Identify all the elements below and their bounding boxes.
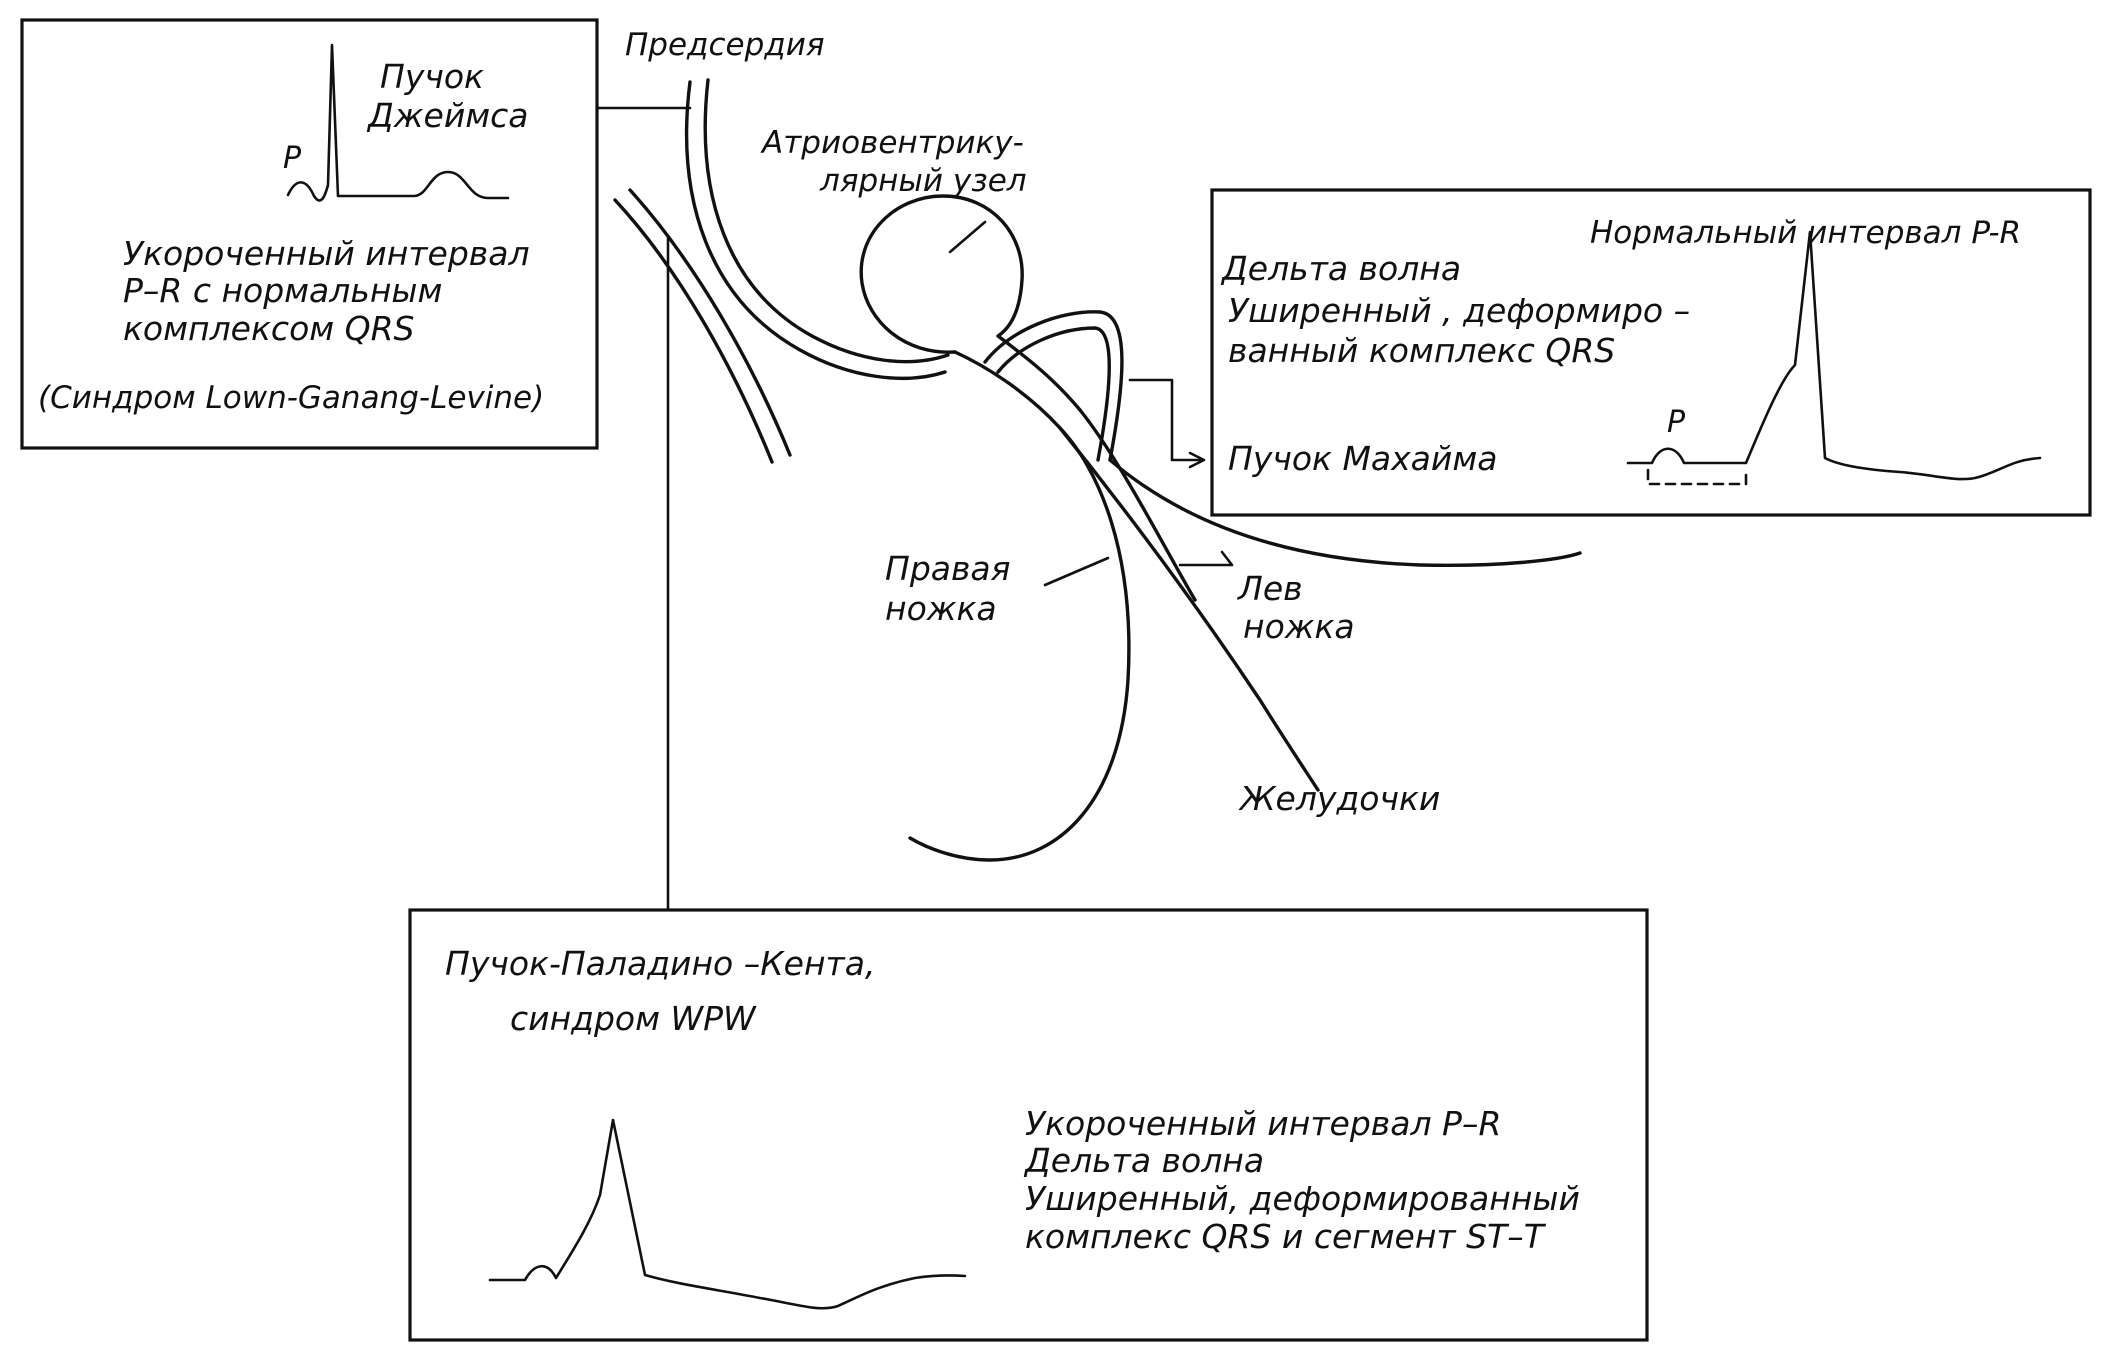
james-bundle-label-line2: Джеймса bbox=[366, 96, 529, 135]
kent-box-frame bbox=[408, 908, 1649, 1342]
septal-wall-line-b bbox=[628, 188, 792, 457]
james-ecg-trace bbox=[286, 43, 510, 202]
mahaim-widened-line1: Уширенный , деформиро – bbox=[1228, 291, 1690, 330]
atrial-wall-inner bbox=[703, 78, 950, 364]
av-node-label-line2: лярный узел bbox=[819, 163, 1027, 199]
right-bundle-branch bbox=[908, 426, 1131, 862]
left-bundle-label-line2: ножка bbox=[1243, 607, 1355, 646]
left-bundle-label-line1: Лев bbox=[1237, 569, 1303, 608]
james-desc-line1: Укороченный интервал bbox=[123, 234, 530, 273]
septal-wall-line-a bbox=[613, 198, 774, 464]
james-bundle-box: P Пучок Джеймса Укороченный интервал P–R… bbox=[20, 18, 599, 450]
ventricles-label: Желудочки bbox=[1238, 779, 1440, 818]
left-bundle-pointer bbox=[1178, 550, 1234, 567]
james-syndrome-label: (Синдром Lown-Ganang-Levine) bbox=[38, 380, 544, 416]
james-desc-line3: комплексом QRS bbox=[123, 309, 415, 348]
mahaim-pr-interval-bracket bbox=[1646, 468, 1748, 486]
kent-desc-line2: Дельта волна bbox=[1023, 1141, 1264, 1180]
mahaim-box-frame bbox=[1210, 188, 2092, 517]
mahaim-bundle-label: Пучок Махайма bbox=[1228, 439, 1497, 478]
mahaim-bundle-box: Нормальный интервал P-R Дельта волна Уши… bbox=[1210, 188, 2092, 517]
av-node-pointer bbox=[948, 220, 987, 254]
av-node bbox=[859, 194, 1082, 412]
right-bundle-inner bbox=[1078, 408, 1197, 602]
mahaim-ecg-trace bbox=[1626, 230, 2042, 481]
kent-title-line1: Пучок-Паладино –Кента, bbox=[445, 944, 875, 983]
james-bundle-label-line1: Пучок bbox=[380, 57, 484, 96]
bundle-of-his-lower bbox=[953, 350, 1062, 430]
mahaim-p-label: P bbox=[1667, 405, 1686, 440]
mahaim-loop-inner bbox=[996, 326, 1111, 462]
mahaim-connector-line bbox=[1128, 378, 1202, 462]
kent-desc-line3: Уширенный, деформированный bbox=[1025, 1179, 1580, 1218]
kent-bundle-box: Пучок-Паладино –Кента, синдром WPW Укоро… bbox=[408, 908, 1649, 1342]
heart-schematic bbox=[613, 78, 1582, 862]
kent-title-line2: синдром WPW bbox=[510, 999, 757, 1038]
mahaim-normal-interval-label: Нормальный интервал P-R bbox=[1590, 215, 2021, 251]
kent-desc-line4: комплекс QRS и сегмент ST–T bbox=[1025, 1217, 1547, 1256]
james-box-frame bbox=[20, 18, 599, 450]
kent-desc-line1: Укороченный интервал P–R bbox=[1025, 1104, 1501, 1143]
mahaim-connector-arrowhead bbox=[1188, 451, 1206, 469]
mahaim-loop-outer bbox=[983, 310, 1124, 462]
right-bundle-label-line2: ножка bbox=[885, 589, 997, 628]
atrial-wall-outer bbox=[684, 80, 947, 380]
mahaim-delta-wave-label: Дельта волна bbox=[1220, 249, 1461, 288]
james-desc-line2: P–R с нормальным bbox=[123, 271, 442, 310]
left-bundle-fan bbox=[1108, 458, 1582, 568]
left-bundle-branch bbox=[1058, 426, 1320, 792]
mahaim-widened-line2: ванный комплекс QRS bbox=[1228, 331, 1615, 370]
kent-ecg-trace bbox=[488, 1118, 967, 1310]
av-node-label-line1: Атриовентрику- bbox=[760, 125, 1024, 161]
right-bundle-label-line1: Правая bbox=[885, 549, 1011, 588]
james-p-label: P bbox=[283, 141, 302, 176]
atria-label: Предсердия bbox=[625, 27, 825, 63]
right-bundle-pointer bbox=[1043, 556, 1110, 587]
